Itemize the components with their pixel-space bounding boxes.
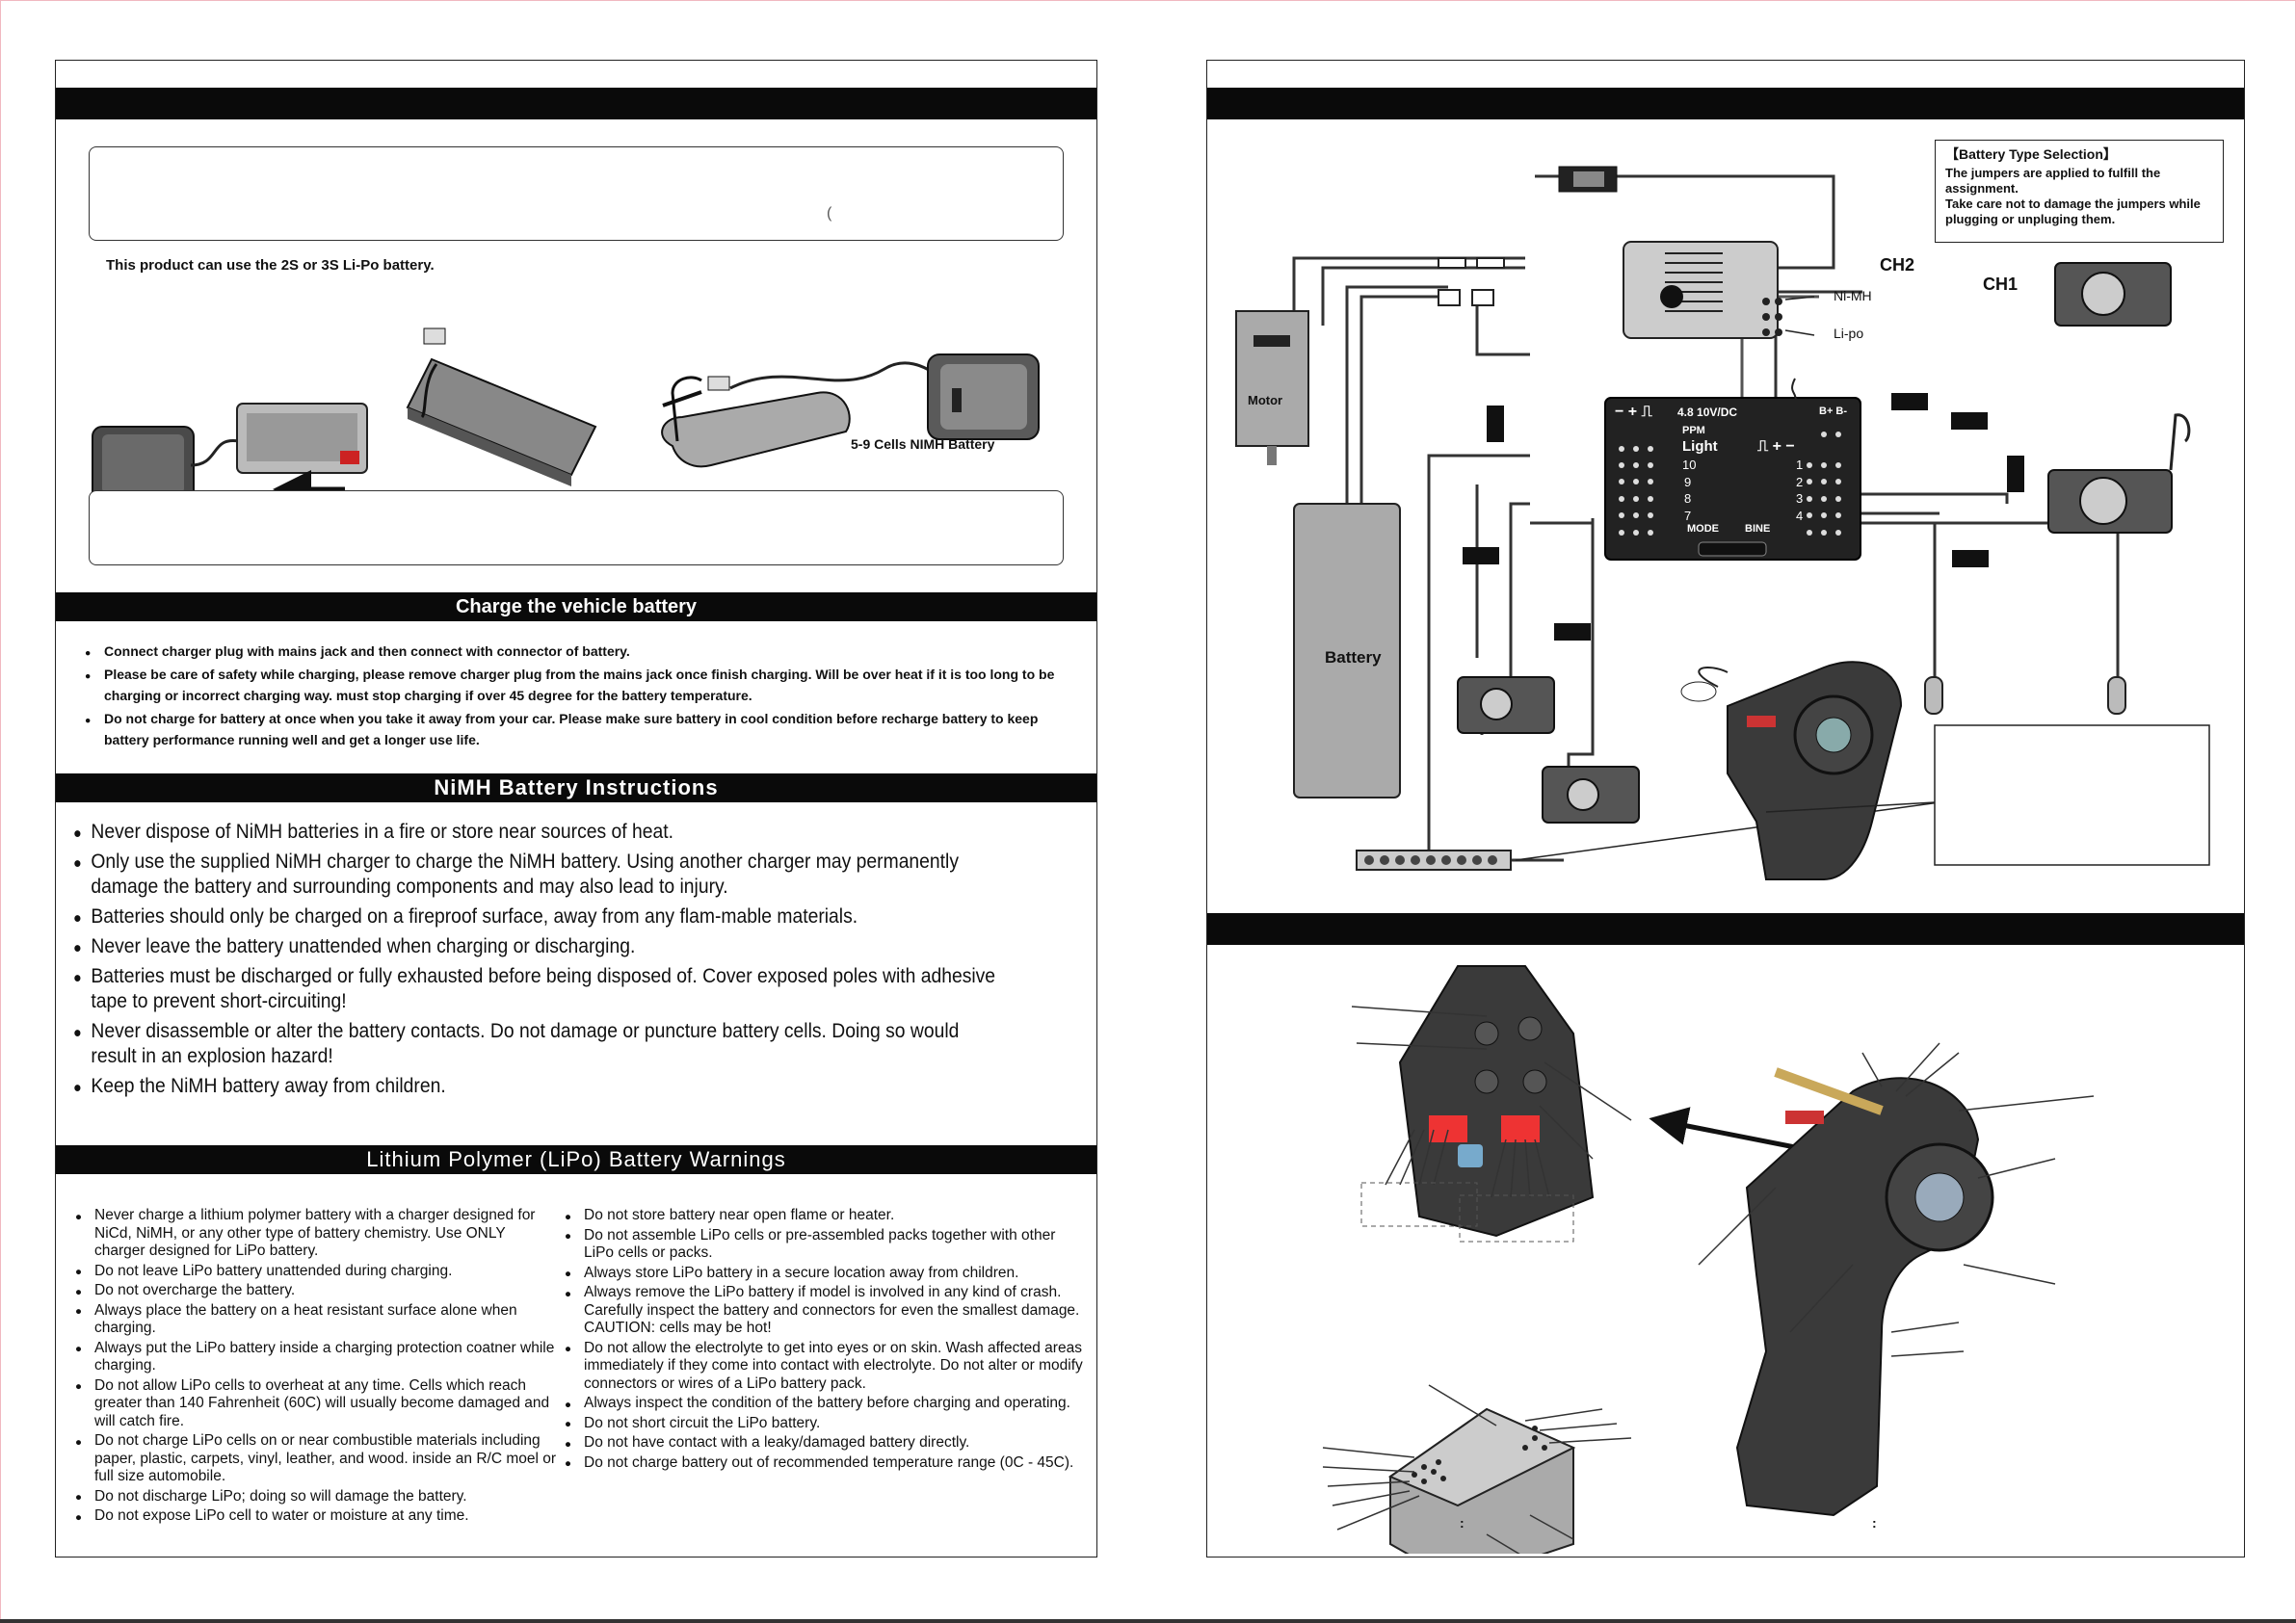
lipo-item: Do not leave LiPo battery unattended dur… — [75, 1263, 557, 1282]
lipo-list-right: Do not store battery near open flame or … — [565, 1207, 1085, 1474]
nimh-section-title: NiMH Battery Instructions — [56, 773, 1096, 802]
charge-item: Connect charger plug with mains jack and… — [85, 641, 1077, 664]
nimh-item: Never leave the battery unattended when … — [73, 934, 1004, 961]
lipo-item: Always inspect the condition of the batt… — [565, 1395, 1085, 1414]
charge-section-title: Charge the vehicle battery — [56, 592, 1096, 621]
lipo-list-left: Never charge a lithium polymer battery w… — [75, 1207, 557, 1528]
charge-list: Connect charger plug with mains jack and… — [85, 641, 1077, 752]
lipo-item: Do not assemble LiPo cells or pre-assemb… — [565, 1227, 1085, 1263]
lipo-item: Always store LiPo battery in a secure lo… — [565, 1265, 1085, 1284]
lipo-item: Do not charge battery out of recommended… — [565, 1454, 1085, 1474]
lipo-item: Never charge a lithium polymer battery w… — [75, 1207, 557, 1261]
receiver: − + ⎍ 4.8 10V/DC B+ B- PPM Light ⎍ + − 1… — [1605, 398, 1861, 560]
receiver-light: Light — [1682, 438, 1718, 455]
battery-type-box: 【Battery Type Selection】 The jumpers are… — [1935, 140, 2224, 243]
ch10-label: 10 — [1682, 458, 1697, 472]
battery-note: This product can use the 2S or 3S Li-Po … — [106, 257, 435, 274]
mode-label: MODE — [1687, 523, 1719, 535]
lipo-item: Do not discharge LiPo; doing so will dam… — [75, 1488, 557, 1507]
motor-label: Motor — [1248, 393, 1283, 407]
nimh-battery-icon — [661, 376, 851, 468]
lipo-item: Do not allow LiPo cells to overheat at a… — [75, 1377, 557, 1431]
lipo-item: Do not overcharge the battery. — [75, 1282, 557, 1301]
receiver-voltage: 4.8 10V/DC — [1677, 406, 1738, 419]
nimh-item: Never disassemble or alter the battery c… — [73, 1019, 1004, 1069]
right-header-bar-top — [1207, 88, 2244, 119]
ch1-port: 1 — [1796, 458, 1804, 472]
ch2-port: 2 — [1796, 475, 1804, 489]
caption-right: : — [1872, 1515, 1877, 1531]
lipo-item: Do not charge LiPo cells on or near comb… — [75, 1432, 557, 1486]
charger-illustrations — [92, 327, 1040, 509]
lipo-battery-icon — [406, 327, 597, 486]
lipo-item: Do not have contact with a leaky/damaged… — [565, 1434, 1085, 1453]
ch4-port: 4 — [1796, 509, 1804, 523]
battery-type-line: Take care not to damage the jumpers whil… — [1945, 196, 2201, 226]
charger-right-icon — [729, 353, 1040, 440]
lipo-item: Do not short circuit the LiPo battery. — [565, 1415, 1085, 1434]
caption-left: : — [1460, 1515, 1465, 1531]
ch8-label: 8 — [1684, 491, 1692, 506]
ch2-label: CH2 — [1880, 255, 1915, 275]
right-header-bar-bottom — [1207, 913, 2244, 945]
ch3-port: 3 — [1796, 491, 1804, 506]
nimh-item: Batteries must be discharged or fully ex… — [73, 964, 1004, 1014]
left-header-bar — [56, 88, 1096, 119]
nimh-caption: 5-9 Cells NIMH Battery — [851, 436, 995, 452]
nimh-item: Only use the supplied NiMH charger to ch… — [73, 850, 1004, 900]
lipo-section-title: Lithium Polymer (LiPo) Battery Warnings — [56, 1145, 1096, 1174]
charger-left-icon — [92, 403, 368, 509]
receiver-symbols-left: − + ⎍ — [1615, 404, 1652, 420]
receiver-symbols-right: ⎍ + − — [1757, 438, 1795, 455]
lipo-item: Do not store battery near open flame or … — [565, 1207, 1085, 1226]
nimh-list: Never dispose of NiMH batteries in a fir… — [73, 820, 1004, 1104]
nimh-item: Keep the NiMH battery away from children… — [73, 1074, 1004, 1101]
lipo-item: Always put the LiPo battery inside a cha… — [75, 1340, 557, 1375]
receiver-ppm: PPM — [1682, 425, 1705, 436]
middle-notice-box — [89, 490, 1064, 565]
ch1-label: CH1 — [1983, 275, 2019, 294]
paren-mark: ( — [827, 205, 832, 222]
transmitter-parts-diagram — [1322, 965, 2095, 1554]
nimh-item: Batteries should only be charged on a fi… — [73, 904, 1004, 931]
nimh-item: Never dispose of NiMH batteries in a fir… — [73, 820, 1004, 847]
lipo-item: Do not expose LiPo cell to water or mois… — [75, 1507, 557, 1527]
lipo-jumper-label: Li-po — [1834, 326, 1864, 341]
ch7-label: 7 — [1684, 509, 1692, 523]
bottom-rule — [0, 1619, 2296, 1623]
battery-type-line: The jumpers are applied to fulfill the a… — [1945, 166, 2161, 196]
lipo-item: Do not allow the electrolyte to get into… — [565, 1340, 1085, 1394]
ch9-label: 9 — [1684, 475, 1692, 489]
right-panel: 【Battery Type Selection】 The jumpers are… — [1206, 60, 2245, 1558]
charge-item: Do not charge for battery at once when y… — [85, 708, 1077, 750]
receiver-bplus: B+ B- — [1819, 406, 1848, 417]
top-notice-box: ( — [89, 146, 1064, 241]
charge-item: Please be care of safety while charging,… — [85, 664, 1077, 706]
battery-type-title: 【Battery Type Selection】 — [1945, 146, 2117, 162]
nimh-jumper-label: Ni-MH — [1834, 288, 1872, 303]
lipo-item: Always remove the LiPo battery if model … — [565, 1284, 1085, 1338]
wiring-diagram — [1235, 166, 2210, 880]
bine-label: BINE — [1745, 523, 1771, 535]
left-panel: ( This product can use the 2S or 3S Li-P… — [55, 60, 1097, 1558]
battery-label: Battery — [1325, 648, 1382, 667]
lipo-item: Always place the battery on a heat resis… — [75, 1302, 557, 1338]
